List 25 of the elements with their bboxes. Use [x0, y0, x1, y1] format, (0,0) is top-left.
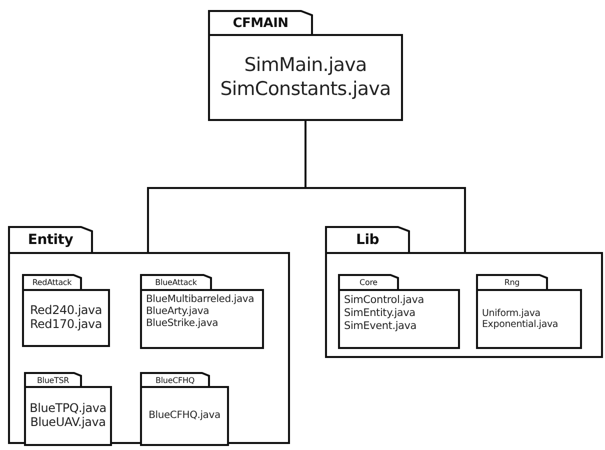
package-name: CFMAIN — [232, 16, 288, 30]
file-name: BlueCFHQ.java — [148, 410, 220, 422]
package-name: Core — [360, 278, 378, 287]
file-name: Red240.java — [30, 304, 102, 318]
file-name: SimControl.java — [344, 294, 424, 308]
file-name: SimEvent.java — [344, 320, 416, 334]
file-name: BlueTPQ.java — [30, 402, 106, 416]
file-name: Uniform.java — [482, 308, 540, 319]
package-name: BlueTSR — [36, 376, 70, 384]
file-name: BlueMultibarreled.java — [146, 294, 254, 306]
file-name: BlueStrike.java — [146, 318, 218, 330]
file-name: Exponential.java — [482, 319, 558, 330]
connector-line — [304, 121, 466, 252]
file-name: BlueArty.java — [146, 306, 210, 318]
package-name: RedAttack — [32, 278, 72, 287]
file-name: SimEntity.java — [344, 307, 416, 320]
package-name: Entity — [28, 232, 74, 248]
file-name: BlueUAV.java — [30, 416, 106, 430]
file-name: Red170.java — [30, 318, 102, 332]
package-name: BlueAttack — [155, 278, 197, 287]
package-name: BlueCFHQ — [156, 376, 194, 384]
package-name: Rng — [504, 278, 520, 287]
file-name: SimConstants.java — [220, 78, 391, 102]
package-name: Lib — [356, 232, 379, 248]
file-name: SimMain.java — [244, 54, 367, 78]
